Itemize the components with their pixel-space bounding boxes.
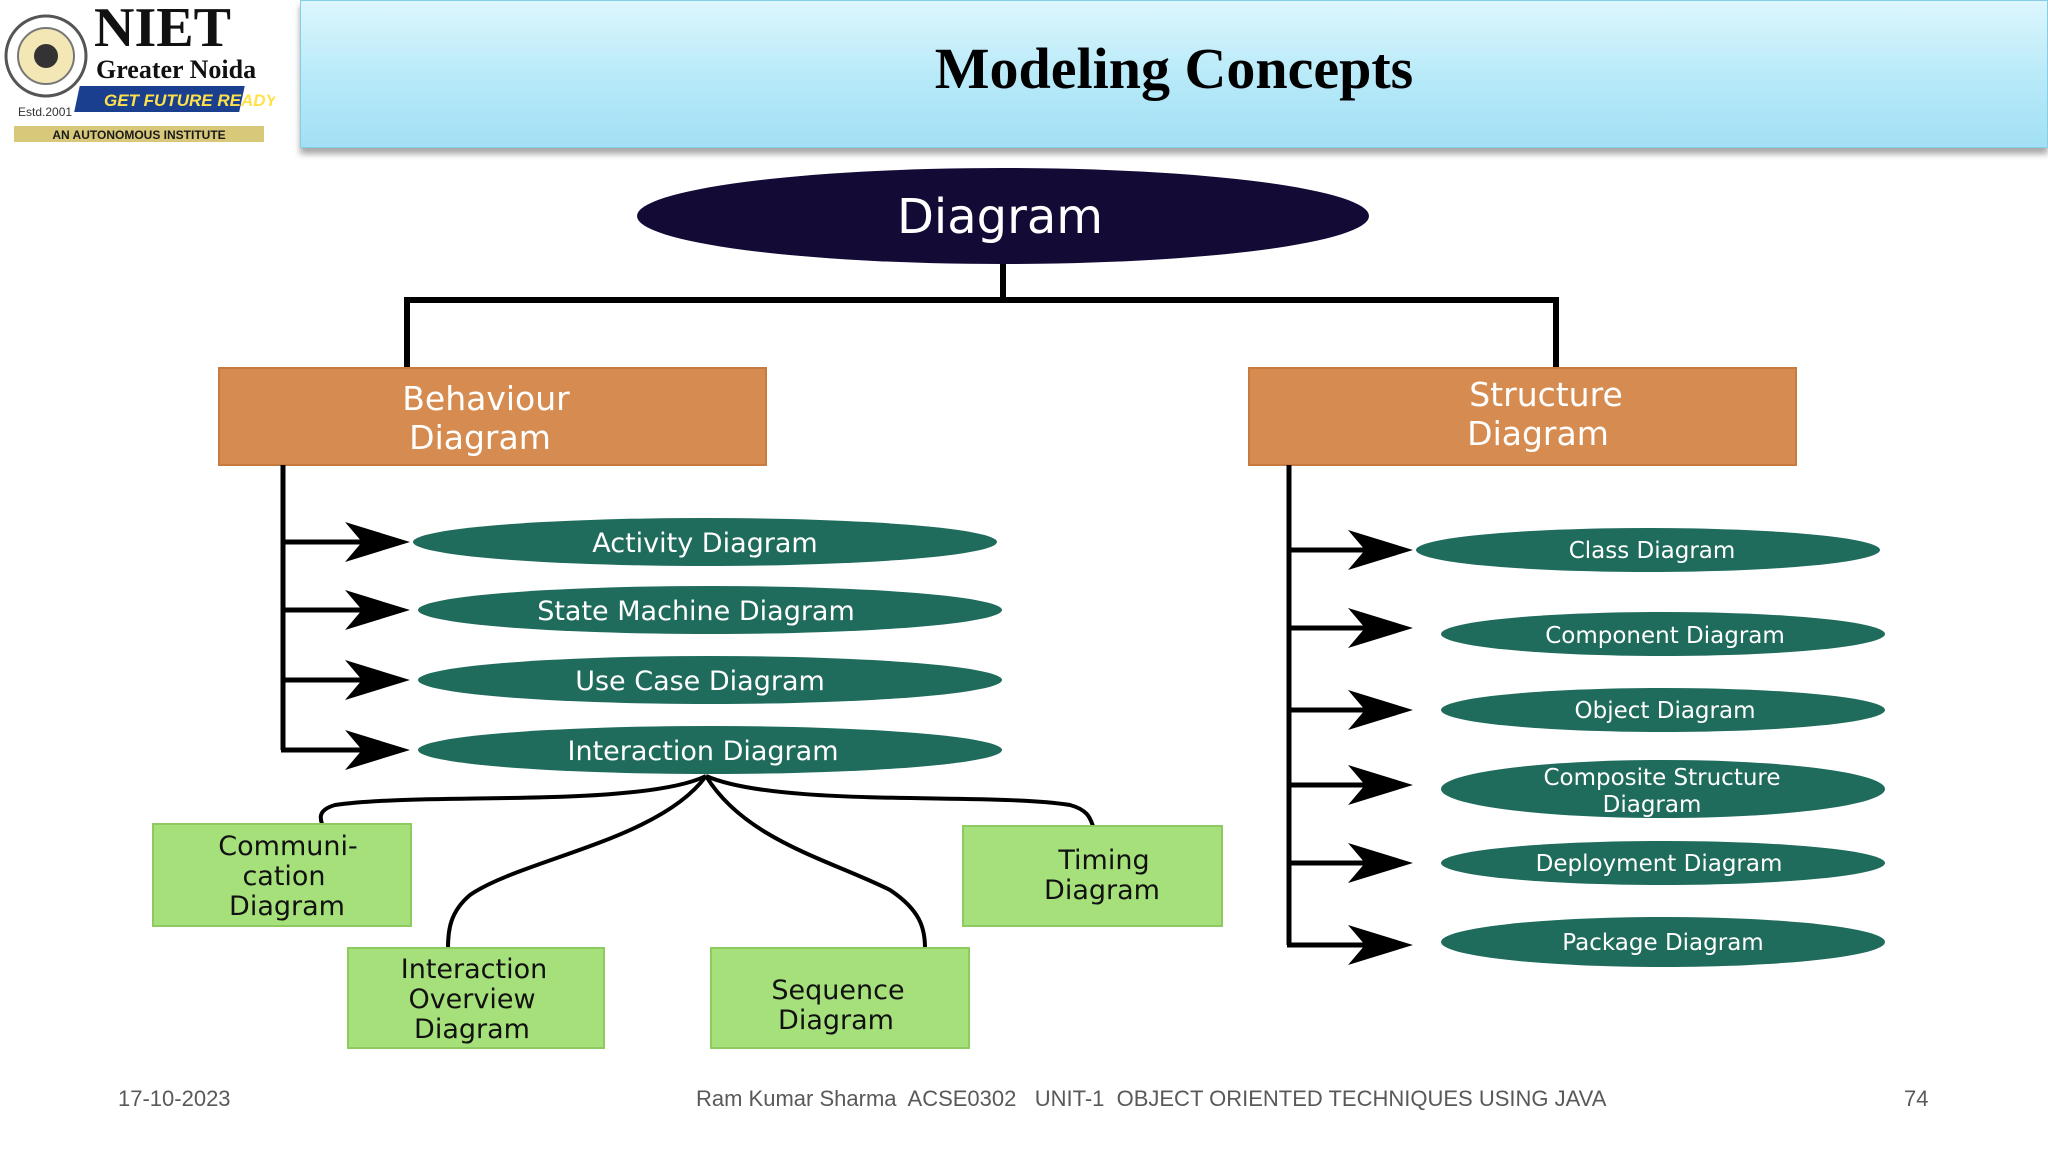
state-machine-diagram-label: State Machine Diagram (537, 596, 855, 627)
interaction-diagram-label: Interaction Diagram (568, 736, 839, 767)
structure-child-object: Object Diagram (1441, 688, 1885, 732)
class-diagram-label: Class Diagram (1569, 538, 1736, 564)
composite-structure-line-1: Composite Structure (1543, 765, 1780, 791)
structure-child-deployment: Deployment Diagram (1441, 841, 1885, 885)
footer-date: 17-10-2023 (118, 1086, 231, 1111)
behaviour-category: Behaviour Diagram (218, 367, 767, 466)
structure-child-composite: Composite Structure Diagram (1441, 760, 1885, 818)
interaction-branches (318, 774, 1095, 949)
object-diagram-label: Object Diagram (1575, 698, 1756, 724)
sequence-line-2: Diagram (778, 1005, 894, 1036)
niet-logo: NIET Greater Noida GET FUTURE READY Estd… (4, 0, 275, 142)
structure-child-component: Component Diagram (1441, 612, 1885, 656)
root-node: Diagram (637, 168, 1369, 264)
deployment-diagram-label: Deployment Diagram (1536, 851, 1783, 877)
logo-estd: Estd.2001 (18, 105, 72, 119)
root-connectors (404, 262, 1559, 370)
interaction-overview-line-3: Diagram (414, 1014, 530, 1045)
communication-line-1: Communi- (218, 831, 357, 862)
timing-line-1: Timing (1057, 845, 1149, 876)
behaviour-child-use-case: Use Case Diagram (418, 656, 1002, 704)
use-case-diagram-label: Use Case Diagram (575, 666, 825, 697)
structure-arrowheads (1348, 530, 1413, 965)
communication-line-2: cation (242, 861, 325, 892)
activity-diagram-label: Activity Diagram (592, 528, 817, 559)
title-bar: Modeling Concepts (300, 0, 2048, 148)
sequence-line-1: Sequence (771, 975, 904, 1006)
interaction-overview-line-1: Interaction (401, 954, 547, 985)
structure-child-class: Class Diagram (1416, 528, 1880, 572)
sequence-diagram-box: Sequence Diagram (710, 947, 970, 1049)
structure-category: Structure Diagram (1248, 367, 1797, 466)
structure-title-line-1: Structure (1469, 375, 1623, 414)
behaviour-child-activity: Activity Diagram (413, 518, 997, 566)
behaviour-arrowheads (345, 522, 410, 770)
slide-title: Modeling Concepts (934, 36, 1414, 101)
logo-tagline: GET FUTURE READY (104, 91, 275, 110)
communication-line-3: Diagram (229, 891, 345, 922)
interaction-overview-line-2: Overview (408, 984, 535, 1015)
behaviour-child-state-machine: State Machine Diagram (418, 586, 1002, 634)
footer-page-number: 74 (1904, 1086, 1929, 1111)
root-label: Diagram (897, 189, 1103, 245)
timing-diagram-box: Timing Diagram (962, 825, 1223, 927)
package-diagram-label: Package Diagram (1562, 930, 1763, 956)
structure-title-line-2: Diagram (1467, 414, 1609, 453)
behaviour-child-interaction: Interaction Diagram (418, 726, 1002, 774)
composite-structure-line-2: Diagram (1603, 792, 1702, 818)
logo-city: Greater Noida (96, 55, 256, 84)
logo-name: NIET (94, 0, 231, 59)
timing-line-2: Diagram (1044, 875, 1160, 906)
behaviour-title-line-2: Diagram (409, 418, 551, 457)
structure-child-package: Package Diagram (1441, 917, 1885, 967)
communication-diagram-box: Communi- cation Diagram (152, 823, 412, 927)
behaviour-title-line-1: Behaviour (402, 379, 570, 418)
interaction-overview-diagram-box: Interaction Overview Diagram (347, 947, 605, 1049)
logo-subtitle: AN AUTONOMOUS INSTITUTE (52, 128, 225, 142)
footer-course: Ram Kumar Sharma ACSE0302 UNIT-1 OBJECT … (696, 1086, 1607, 1111)
component-diagram-label: Component Diagram (1545, 623, 1785, 649)
